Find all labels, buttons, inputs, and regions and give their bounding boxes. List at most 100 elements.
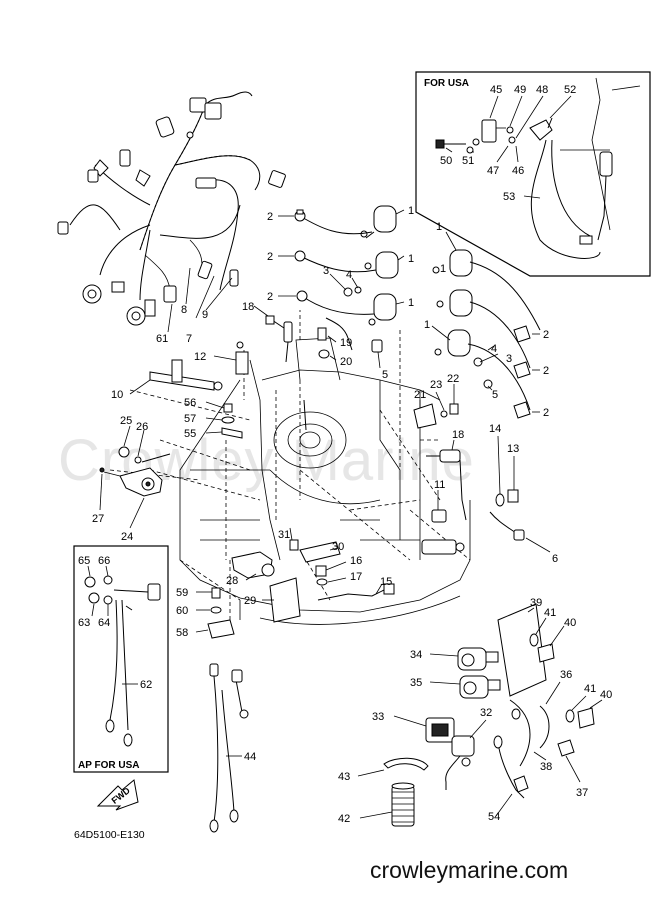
callout-27: 27 — [92, 513, 104, 525]
callout-42: 42 — [338, 813, 350, 825]
callout-33: 33 — [372, 711, 384, 723]
part-23 — [440, 410, 448, 418]
callout-26: 26 — [136, 421, 148, 433]
callout-18-b: 18 — [452, 429, 464, 441]
callout-2-e: 2 — [543, 365, 549, 377]
callout-46: 46 — [512, 165, 524, 177]
callout-35: 35 — [410, 677, 422, 689]
callout-20: 20 — [340, 356, 352, 368]
callout-55: 55 — [184, 428, 196, 440]
callout-15: 15 — [380, 576, 392, 588]
ignition-coil-6 — [434, 329, 471, 357]
part-33-switch — [425, 717, 455, 743]
inset-for-usa-title: FOR USA — [424, 78, 469, 89]
part-32-relay — [445, 735, 475, 790]
callout-34: 34 — [410, 649, 422, 661]
ignition-coil-4 — [432, 249, 473, 277]
usa-extension-lead — [579, 151, 613, 245]
plug-cap-a — [294, 209, 306, 222]
callout-10: 10 — [111, 389, 123, 401]
inset-ap-for-usa-title: AP FOR USA — [78, 760, 140, 771]
callout-3-b: 3 — [506, 353, 512, 365]
part-31-bolt — [289, 539, 299, 551]
callout-4-b: 4 — [491, 343, 497, 355]
part-12 — [235, 351, 249, 375]
callout-56: 56 — [184, 397, 196, 409]
part-6-sensor-lead — [421, 511, 525, 555]
part-18-sensor-b — [426, 449, 467, 521]
harness-connector-a — [189, 97, 207, 113]
callout-22: 22 — [447, 373, 459, 385]
callout-31: 31 — [278, 529, 290, 541]
part-18-sensor-a — [265, 315, 293, 363]
callout-59: 59 — [176, 587, 188, 599]
plug-cap-b — [294, 250, 306, 262]
callout-24: 24 — [121, 531, 133, 543]
callout-2-b: 2 — [267, 251, 273, 263]
callout-60: 60 — [176, 605, 188, 617]
callout-1-f: 1 — [424, 319, 430, 331]
ignition-coil-5 — [436, 289, 473, 317]
callout-41-a: 41 — [544, 607, 556, 619]
part-15-cable — [317, 589, 385, 601]
callout-1-b: 1 — [408, 253, 414, 265]
callout-36: 36 — [560, 669, 572, 681]
part-39-plate — [497, 603, 547, 697]
part-35-relay — [459, 675, 501, 699]
callout-49: 49 — [514, 84, 526, 96]
callout-4-a: 4 — [346, 269, 352, 281]
ignition-coil-3 — [368, 293, 397, 326]
plug-cap-d — [513, 325, 531, 343]
callout-48: 48 — [536, 84, 548, 96]
part-59-bolt — [211, 587, 221, 599]
callout-7: 7 — [186, 333, 192, 345]
callout-12: 12 — [194, 351, 206, 363]
callout-2-a: 2 — [267, 211, 273, 223]
part-34-relay — [457, 647, 499, 671]
callout-13: 13 — [507, 443, 519, 455]
callout-16: 16 — [350, 555, 362, 567]
part-30-bracket — [299, 541, 341, 563]
callout-52: 52 — [564, 84, 576, 96]
callout-9: 9 — [202, 309, 208, 321]
callout-44: 44 — [244, 751, 256, 763]
callout-64: 64 — [98, 617, 110, 629]
part-20 — [318, 349, 330, 359]
part-28-bracket — [231, 551, 275, 579]
part-54-lead — [493, 735, 529, 799]
part-26 — [134, 456, 142, 464]
wire-harness — [57, 91, 286, 326]
part-22-bolt — [449, 403, 459, 415]
usa-plug-cap — [529, 117, 553, 141]
callout-65: 65 — [78, 555, 90, 567]
inset-for-usa: FOR USA — [415, 71, 651, 277]
fwd-arrow: FWD — [96, 779, 139, 811]
callout-2-d: 2 — [543, 329, 549, 341]
callout-54: 54 — [488, 811, 500, 823]
watermark-text: Crowley Marine — [58, 428, 475, 493]
callout-50: 50 — [440, 155, 452, 167]
callout-40-a: 40 — [564, 617, 576, 629]
ignition-coil-1 — [360, 205, 397, 239]
callout-43: 43 — [338, 771, 350, 783]
inset-ap-for-usa: AP FOR USA 65 66 63 64 62 — [73, 545, 169, 773]
callout-53: 53 — [503, 191, 515, 203]
part-57-washer — [221, 416, 235, 424]
part-38-lead — [509, 699, 531, 767]
part-44-lead — [209, 663, 249, 833]
callout-5-a: 5 — [382, 369, 388, 381]
callout-29: 29 — [244, 595, 256, 607]
callout-28: 28 — [226, 575, 238, 587]
usa-coil-bracket — [472, 119, 506, 146]
part-16-bolt — [315, 565, 327, 577]
part-43-band — [383, 757, 429, 771]
callout-1-c: 1 — [408, 297, 414, 309]
callout-39: 39 — [530, 597, 542, 609]
part-21-bracket — [413, 403, 437, 429]
callout-17: 17 — [350, 571, 362, 583]
callout-40-b: 40 — [600, 689, 612, 701]
part-36-clamp — [539, 705, 550, 749]
callout-57: 57 — [184, 413, 196, 425]
part-41-a-washer — [529, 633, 539, 647]
